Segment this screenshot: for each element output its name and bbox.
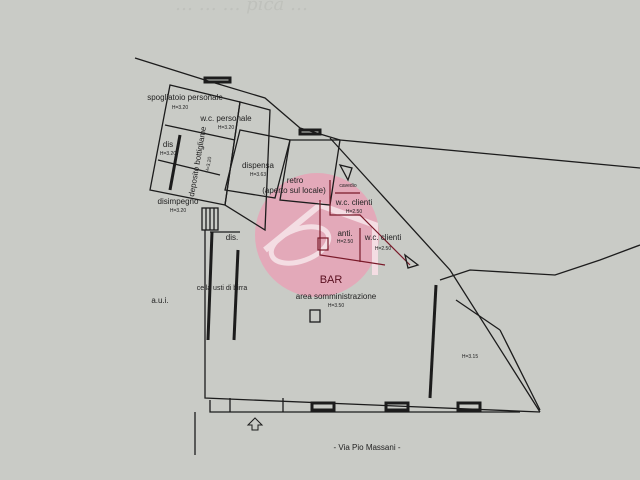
label-cavedio: cavedio (339, 183, 356, 189)
handwritten-note: … … … pica … (175, 0, 308, 15)
label-deposito: deposito bottigliame (187, 125, 208, 197)
label-dis-upper: dis (163, 140, 173, 149)
height-wc-clienti-1: H=2.50 (346, 209, 362, 215)
label-dis-lower: dis. (226, 233, 238, 242)
height-disimpegno: H=3.20 (170, 208, 186, 214)
street-label: - Via Pio Massani - (334, 443, 401, 452)
label-cella: cella usti di birra (197, 285, 248, 292)
label-bar: BAR (320, 274, 343, 286)
entrance-arrow-icon (246, 417, 264, 431)
height-bar: H=3.50 (328, 303, 344, 309)
label-wc-personale: w.c. personale (199, 114, 252, 123)
restroom-walls (317, 164, 420, 269)
label-disimpegno: disimpegno (158, 197, 199, 206)
label-dispensa: dispensa (242, 161, 275, 170)
walls (134, 57, 640, 455)
height-dispensa: H=3.63 (250, 172, 266, 178)
label-wc-clienti-1: w.c. clienti (335, 198, 373, 207)
label-retro: retro (287, 176, 304, 185)
height-wc-personale: H=3.20 (218, 125, 234, 131)
label-anti: anti. (337, 229, 352, 238)
label-spogliatoio: spogliatoio personale (147, 93, 223, 102)
label-area-somministrazione: area somministrazione (296, 292, 377, 301)
height-anti: H=2.50 (337, 239, 353, 245)
height-right-room: H=3.15 (462, 354, 478, 360)
height-deposito: H=3.20 (205, 156, 214, 173)
height-dis-upper: H=3.20 (160, 151, 176, 157)
height-wc-clienti-2: H=2.50 (375, 246, 391, 252)
label-wc-clienti-2: w.c. clienti (364, 233, 402, 242)
height-spogliatoio: H=3.20 (172, 105, 188, 111)
label-retro-note: (aperto sul locale) (262, 186, 326, 195)
label-aui: a.u.i. (151, 296, 168, 305)
